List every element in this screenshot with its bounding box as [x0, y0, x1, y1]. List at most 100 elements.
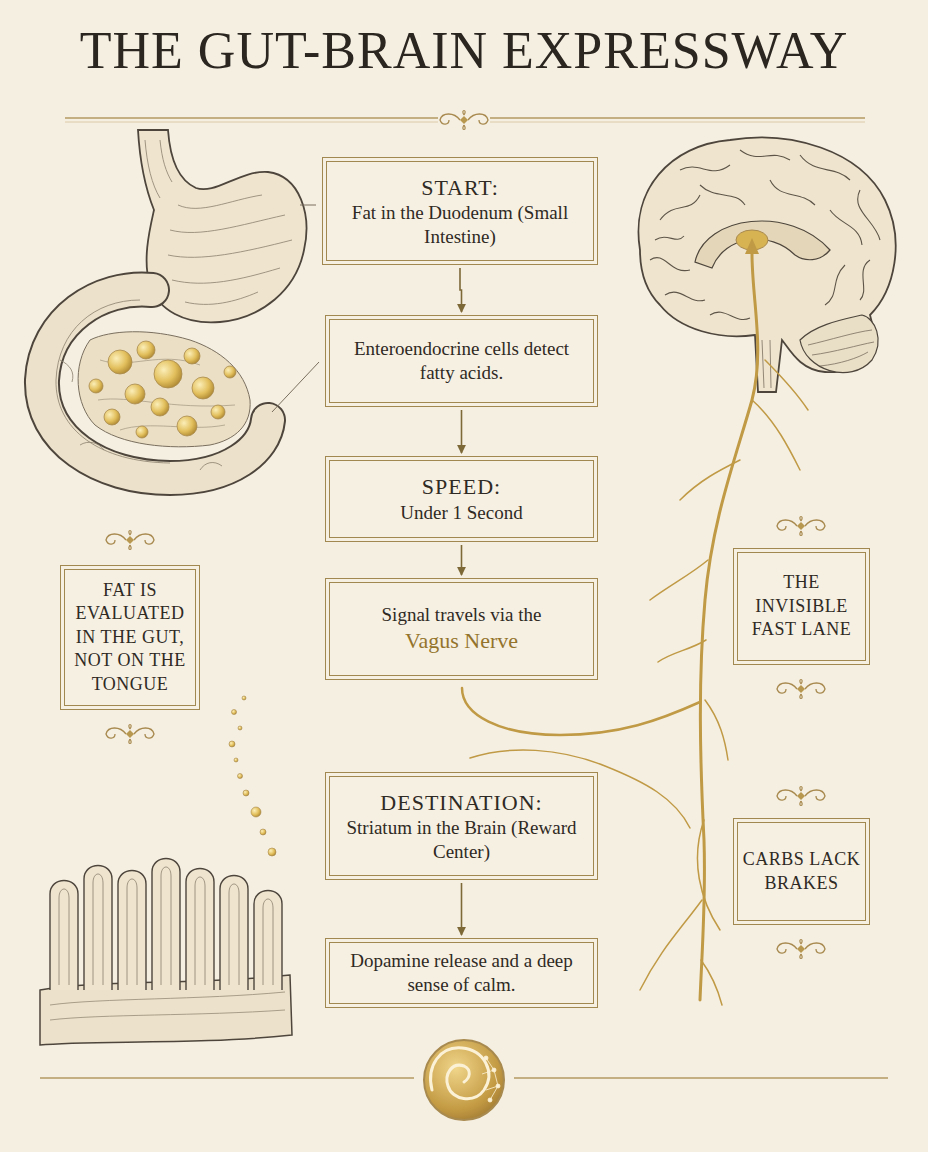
logo-emblem [492, 1068, 496, 1072]
flow-arrow [461, 410, 463, 453]
leader-line [272, 362, 319, 412]
note-text: THE INVISIBLE FAST LANE [742, 571, 861, 641]
logo-emblem [484, 1056, 488, 1060]
fat-globules [89, 341, 236, 438]
flourish-ornament [106, 531, 154, 550]
fat-droplets [268, 848, 276, 856]
villi-illustration [59, 867, 273, 985]
fat-globules [108, 350, 132, 374]
fat-droplets [229, 741, 235, 747]
fat-droplets [251, 807, 261, 817]
fat-globules [211, 405, 225, 419]
stomach-illustration [42, 290, 268, 478]
logo-emblem [496, 1084, 500, 1088]
stomach-illustration [145, 140, 172, 198]
fat-globules [151, 398, 169, 416]
logo-emblem [424, 1040, 504, 1120]
villi-illustration [59, 889, 69, 985]
box-heading: START: [337, 174, 583, 202]
process-box: Dopamine release and a deep sense of cal… [325, 938, 598, 1008]
fat-globules [89, 379, 103, 393]
fat-globules [177, 416, 197, 436]
villi-illustration [161, 867, 171, 985]
brain-illustration [800, 315, 878, 373]
villi-illustration [50, 859, 282, 991]
box-text: Enteroendocrine cells detect fatty acids… [340, 337, 583, 385]
fat-droplets [234, 758, 238, 762]
fat-globules [224, 366, 236, 378]
fat-droplets [232, 710, 237, 715]
flourish-ornament [777, 517, 825, 536]
process-box: DESTINATION:Striatum in the Brain (Rewar… [325, 772, 598, 880]
flourish-ornament [106, 725, 154, 744]
box-text: Fat in the Duodenum (Small Intestine) [337, 201, 583, 249]
fat-globules [137, 341, 155, 359]
process-box: Signal travels via theVagus Nerve [325, 578, 598, 680]
villi-illustration [50, 881, 78, 991]
villi-illustration [254, 891, 282, 991]
box-text: Dopamine release and a deep sense of cal… [340, 949, 583, 997]
leader-line [272, 205, 319, 412]
villi-illustration [152, 859, 180, 991]
nerve-name: Vagus Nerve [340, 627, 583, 655]
villi-illustration [40, 696, 292, 1045]
fat-globules [136, 426, 148, 438]
villi-illustration [186, 869, 214, 991]
stomach-illustration [168, 195, 292, 304]
note-text: CARBS LACK BRAKES [742, 848, 861, 895]
fat-droplets [238, 774, 243, 779]
leader-line [300, 205, 316, 206]
box-text: Under 1 Second [340, 501, 583, 525]
villi-illustration [118, 871, 146, 991]
title: THE GUT-BRAIN EXPRESSWAY [0, 22, 928, 79]
box-heading: SPEED: [340, 473, 583, 501]
villi-illustration [84, 866, 112, 991]
brain-illustration [808, 330, 874, 366]
note-box: CARBS LACK BRAKES [733, 818, 870, 925]
flourish-ornament [106, 517, 825, 959]
flow-arrow [460, 268, 462, 312]
logo-emblem [482, 1058, 498, 1100]
villi-illustration [229, 884, 239, 985]
fat-globules [125, 384, 145, 404]
title-rule [65, 111, 865, 130]
process-box: Enteroendocrine cells detect fatty acids… [325, 315, 598, 407]
flourish-ornament [777, 680, 825, 699]
villi-illustration [195, 877, 205, 985]
fat-droplets [260, 829, 266, 835]
logo-emblem [482, 1056, 500, 1102]
fat-droplets [242, 696, 246, 700]
villi-illustration [220, 876, 248, 991]
flow-arrow [461, 545, 463, 575]
logo-emblem [431, 1048, 489, 1099]
brain-illustration [638, 138, 895, 393]
box-heading: DESTINATION: [340, 789, 583, 817]
note-box: FAT IS EVALUATED IN THE GUT, NOT ON THE … [60, 565, 200, 710]
fat-droplets [238, 726, 242, 730]
flourish-ornament [777, 787, 825, 806]
villi-illustration [50, 992, 285, 1020]
note-box: THE INVISIBLE FAST LANE [733, 548, 870, 665]
fat-droplets [229, 696, 276, 856]
title-rule [440, 111, 488, 130]
villi-illustration [127, 879, 137, 985]
villi-illustration [93, 874, 103, 985]
brain-illustration [638, 138, 895, 393]
box-text: Signal travels via the [340, 603, 583, 627]
fat-globules [104, 409, 120, 425]
fat-globules [184, 348, 200, 364]
process-box: START:Fat in the Duodenum (Small Intesti… [322, 157, 598, 265]
logo-emblem [424, 1040, 504, 1120]
fat-globules [154, 360, 182, 388]
flow-arrow [461, 883, 463, 935]
stomach-illustration [78, 332, 250, 447]
flourish-ornament [777, 940, 825, 959]
fat-droplets [243, 790, 249, 796]
villi-illustration [263, 899, 273, 985]
vagus-nerve [745, 238, 759, 254]
logo-emblem [488, 1098, 492, 1102]
note-text: FAT IS EVALUATED IN THE GUT, NOT ON THE … [69, 579, 191, 696]
vagus-nerve [462, 688, 700, 735]
